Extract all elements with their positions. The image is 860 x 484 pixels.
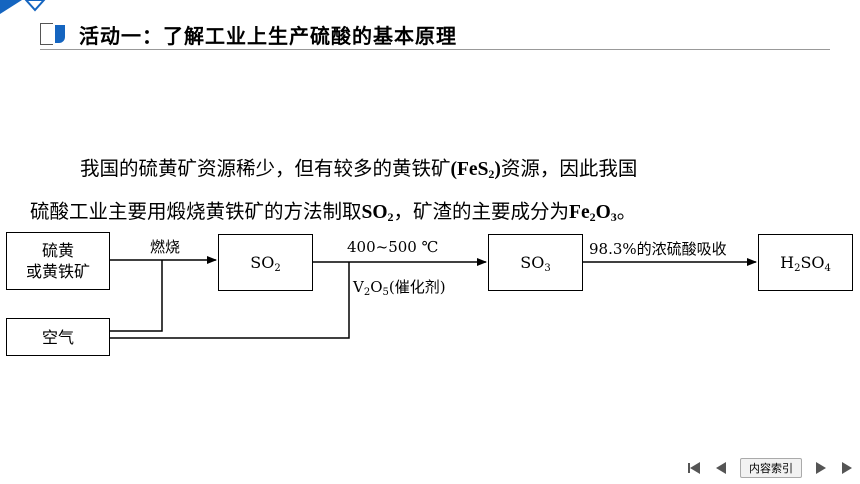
step1-label: 燃烧	[150, 238, 181, 256]
step3-label: 98.3%的浓硫酸吸收	[589, 240, 727, 258]
formula-fe2o3: Fe2O3	[569, 202, 617, 224]
section-header: 活动一：了解工业上生产硫酸的基本原理	[40, 18, 457, 50]
header-divider	[40, 49, 830, 50]
prev-page-icon[interactable]	[716, 462, 726, 474]
raw-material-box: 硫黄或黄铁矿	[6, 232, 110, 290]
last-page-icon[interactable]	[842, 462, 852, 474]
slide-navigation: 内容索引	[682, 458, 860, 478]
step2-catalyst-label: V2O5(催化剂)	[353, 278, 446, 298]
so2-box: SO2	[218, 234, 313, 291]
so3-box: SO3	[488, 234, 583, 291]
formula-so2: SO2	[361, 202, 394, 224]
first-page-icon[interactable]	[690, 462, 700, 474]
para-text: 我国的硫黄矿资源稀少，但有较多的黄铁矿	[80, 157, 451, 180]
step2-temp-label: 400~500 ℃	[347, 238, 439, 256]
content-index-button[interactable]: 内容索引	[740, 458, 802, 478]
h2so4-box: H2SO4	[758, 234, 853, 291]
next-page-icon[interactable]	[816, 462, 826, 474]
para-text: ，矿渣的主要成分为	[393, 200, 570, 223]
para-text: 资源，因此我国	[500, 157, 638, 180]
section-title: 活动一：了解工业上生产硫酸的基本原理	[79, 23, 457, 48]
header-bracket-icon	[40, 23, 53, 45]
corner-decoration	[0, 0, 46, 14]
intro-paragraph: 我国的硫黄矿资源稀少，但有较多的黄铁矿(FeS2)资源，因此我国 硫酸工业主要用…	[30, 157, 638, 224]
header-tab-icon	[55, 25, 65, 43]
para-text: 硫酸工业主要用煅烧黄铁矿的方法制取	[30, 200, 362, 223]
formula-fes2: (FeS2)	[450, 159, 501, 181]
air-box: 空气	[6, 318, 110, 356]
